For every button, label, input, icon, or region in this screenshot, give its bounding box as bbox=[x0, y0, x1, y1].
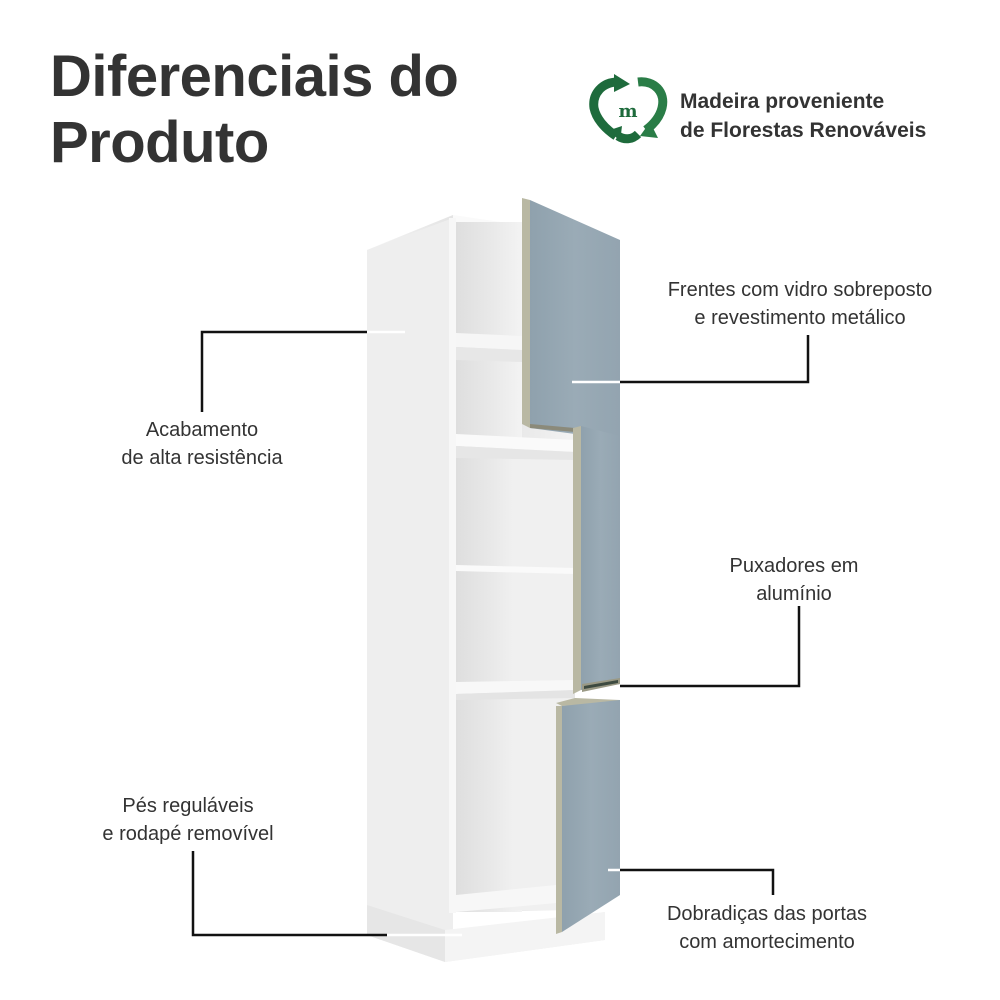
renewable-wood-badge: m Madeira proveniente de Florestas Renov… bbox=[588, 74, 926, 144]
badge-line-2: de Florestas Renováveis bbox=[680, 119, 927, 142]
feature-label-handles: Puxadores em alumínio bbox=[694, 552, 894, 608]
feature-finish-line-1: Acabamento bbox=[145, 419, 259, 441]
recycle-heart-m-icon: m bbox=[589, 74, 668, 144]
page-title: Diferenciais do Produto bbox=[50, 44, 459, 176]
upper-glass-door bbox=[522, 198, 620, 440]
middle-glass-door bbox=[573, 426, 620, 694]
feature-label-feet: Pés reguláveis e rodapé removível bbox=[78, 792, 298, 848]
leader-line-fronts bbox=[572, 335, 810, 384]
leader-line-hinges bbox=[608, 868, 775, 895]
title-line-2: Produto bbox=[50, 110, 269, 175]
leader-line-handles bbox=[620, 606, 801, 688]
feature-feet-line-2: e rodapé removível bbox=[102, 823, 274, 845]
badge-line-1: Madeira proveniente bbox=[680, 90, 885, 113]
leader-line-feet bbox=[191, 851, 462, 937]
lower-glass-door bbox=[556, 698, 620, 934]
feature-hinges-line-2: com amortecimento bbox=[679, 931, 855, 953]
leader-line-finish bbox=[200, 330, 405, 412]
feature-feet-line-1: Pés reguláveis bbox=[122, 795, 254, 817]
badge-text: Madeira proveniente de Florestas Renováv… bbox=[680, 87, 980, 145]
badge-icon-letter: m bbox=[618, 101, 637, 122]
title-line-1: Diferenciais do bbox=[50, 44, 459, 109]
feature-handles-line-1: Puxadores em bbox=[729, 555, 859, 577]
feature-label-fronts: Frentes com vidro sobreposto e revestime… bbox=[640, 276, 960, 332]
feature-label-finish: Acabamento de alta resistência bbox=[102, 416, 302, 472]
feature-finish-line-2: de alta resistência bbox=[121, 447, 283, 469]
feature-hinges-line-1: Dobradiças das portas bbox=[666, 903, 868, 925]
shelves bbox=[456, 333, 575, 700]
feature-handles-line-2: alumínio bbox=[756, 583, 832, 605]
feature-fronts-line-2: e revestimento metálico bbox=[694, 307, 906, 329]
feature-label-hinges: Dobradiças das portas com amortecimento bbox=[642, 900, 892, 956]
feature-fronts-line-1: Frentes com vidro sobreposto bbox=[667, 279, 933, 301]
